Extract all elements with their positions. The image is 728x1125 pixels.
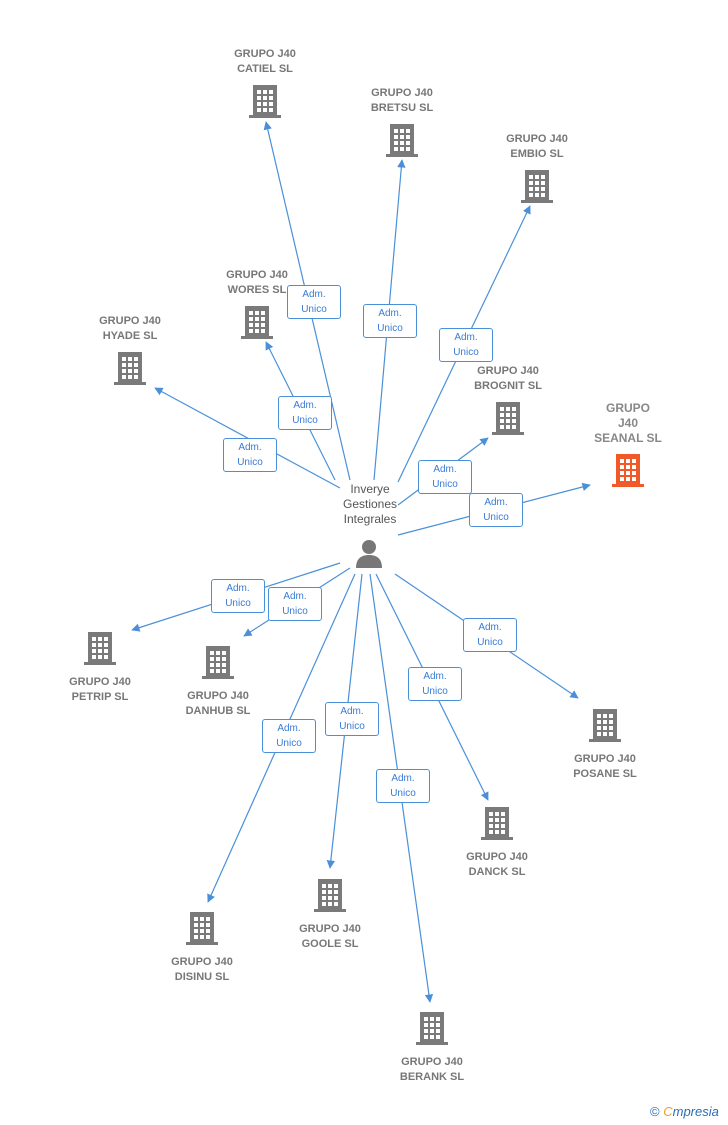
company-label: GRUPO J40 HYADE SL [99,315,161,342]
building-icon [382,1010,482,1051]
copyright-icon: © [650,1104,660,1119]
building-icon [50,630,150,671]
company-node-posane[interactable]: GRUPO J40 POSANE SL [555,707,655,782]
company-node-goole[interactable]: GRUPO J40 GOOLE SL [280,877,380,952]
brand-name: mpresia [672,1104,719,1119]
company-label: GRUPO J40 CATIEL SL [234,48,296,75]
person-icon[interactable] [354,538,384,573]
company-label: GRUPO J40 SEANAL SL [594,401,662,445]
footer-brand: © Cmpresia [650,1104,719,1119]
edge-role-label: Adm. Unico [439,328,493,362]
center-person-name: Inverye Gestiones Integrales [342,482,398,526]
edge-role-label: Adm. Unico [325,702,379,736]
company-node-berank[interactable]: GRUPO J40 BERANK SL [382,1010,482,1085]
edge-role-label: Adm. Unico [418,460,472,494]
company-node-hyade[interactable]: GRUPO J40 HYADE SL [80,314,180,391]
edge-role-label: Adm. Unico [278,396,332,430]
building-icon [152,910,252,951]
building-icon [207,304,307,345]
company-node-disinu[interactable]: GRUPO J40 DISINU SL [152,910,252,985]
edge-role-label: Adm. Unico [408,667,462,701]
company-label: GRUPO J40 DANHUB SL [185,690,251,717]
building-icon [280,877,380,918]
company-node-bretsu[interactable]: GRUPO J40 BRETSU SL [352,86,452,163]
company-node-embio[interactable]: GRUPO J40 EMBIO SL [487,132,587,209]
building-icon [352,122,452,163]
company-label: GRUPO J40 DANCK SL [466,851,528,878]
edge-role-label: Adm. Unico [469,493,523,527]
company-node-danck[interactable]: GRUPO J40 DANCK SL [447,805,547,880]
building-icon [215,83,315,124]
company-node-wores[interactable]: GRUPO J40 WORES SL [207,268,307,345]
company-label: GRUPO J40 DISINU SL [171,956,233,983]
company-label: GRUPO J40 EMBIO SL [506,133,568,160]
building-icon [578,452,678,493]
building-icon [80,350,180,391]
edge-role-label: Adm. Unico [211,579,265,613]
edge-role-label: Adm. Unico [376,769,430,803]
edge-role-label: Adm. Unico [287,285,341,319]
company-label: GRUPO J40 PETRIP SL [69,676,131,703]
building-icon [458,400,558,441]
company-label: GRUPO J40 BROGNIT SL [474,365,542,392]
company-label: GRUPO J40 BERANK SL [399,1056,465,1083]
building-icon [487,168,587,209]
building-icon [168,644,268,685]
company-node-danhub[interactable]: GRUPO J40 DANHUB SL [168,644,268,719]
edge-role-label: Adm. Unico [223,438,277,472]
company-label: GRUPO J40 WORES SL [226,269,288,296]
company-node-seanal[interactable]: GRUPO J40 SEANAL SL [578,401,678,493]
brand-initial: C [663,1104,673,1119]
company-node-petrip[interactable]: GRUPO J40 PETRIP SL [50,630,150,705]
edge-role-label: Adm. Unico [463,618,517,652]
building-icon [447,805,547,846]
edge-role-label: Adm. Unico [363,304,417,338]
company-node-brognit[interactable]: GRUPO J40 BROGNIT SL [458,364,558,441]
company-label: GRUPO J40 GOOLE SL [299,923,361,950]
company-label: GRUPO J40 BRETSU SL [370,87,434,114]
company-node-catiel[interactable]: GRUPO J40 CATIEL SL [215,47,315,124]
edge-role-label: Adm. Unico [262,719,316,753]
company-label: GRUPO J40 POSANE SL [573,753,637,780]
building-icon [555,707,655,748]
edge-role-label: Adm. Unico [268,587,322,621]
